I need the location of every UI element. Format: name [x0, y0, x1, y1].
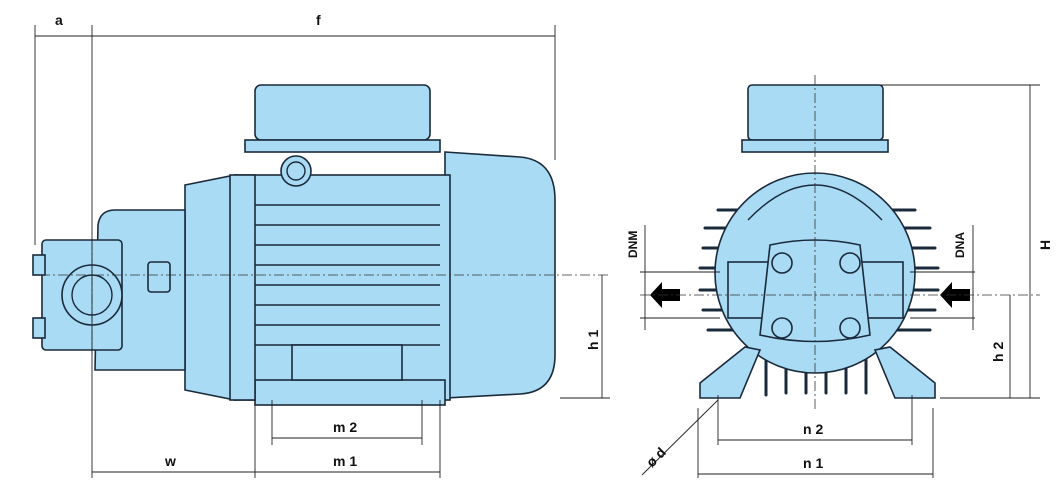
side-dimensions: [34, 25, 610, 478]
left-foot: [699, 346, 762, 399]
bracket-window: [147, 261, 171, 293]
label-m1: m 1: [333, 453, 357, 469]
label-d: ø d: [643, 444, 669, 470]
label-DNA: DNA: [953, 232, 967, 258]
front-terminal-box: [747, 84, 884, 141]
cooling-ribs: [255, 204, 440, 346]
label-a: a: [55, 12, 63, 28]
terminal-box-base: [244, 139, 441, 153]
motor-feet: [254, 379, 446, 406]
label-w: w: [164, 453, 176, 469]
label-n2: n 2: [803, 421, 823, 437]
label-f: f: [316, 12, 321, 28]
motor-flange: [184, 174, 236, 401]
label-DNM: DNM: [626, 231, 640, 258]
label-m2: m 2: [333, 419, 357, 435]
front-dimensions: [640, 84, 1040, 478]
terminal-box: [254, 84, 431, 141]
side-view: [32, 84, 610, 406]
foot-recess: [291, 344, 403, 381]
right-foot: [873, 346, 936, 399]
label-h1: h 1: [585, 330, 601, 350]
label-n1: n 1: [803, 455, 823, 471]
front-view: [640, 75, 1040, 412]
label-H: H: [1037, 240, 1053, 250]
label-h2: h 2: [990, 342, 1006, 362]
cable-gland: [280, 155, 312, 187]
